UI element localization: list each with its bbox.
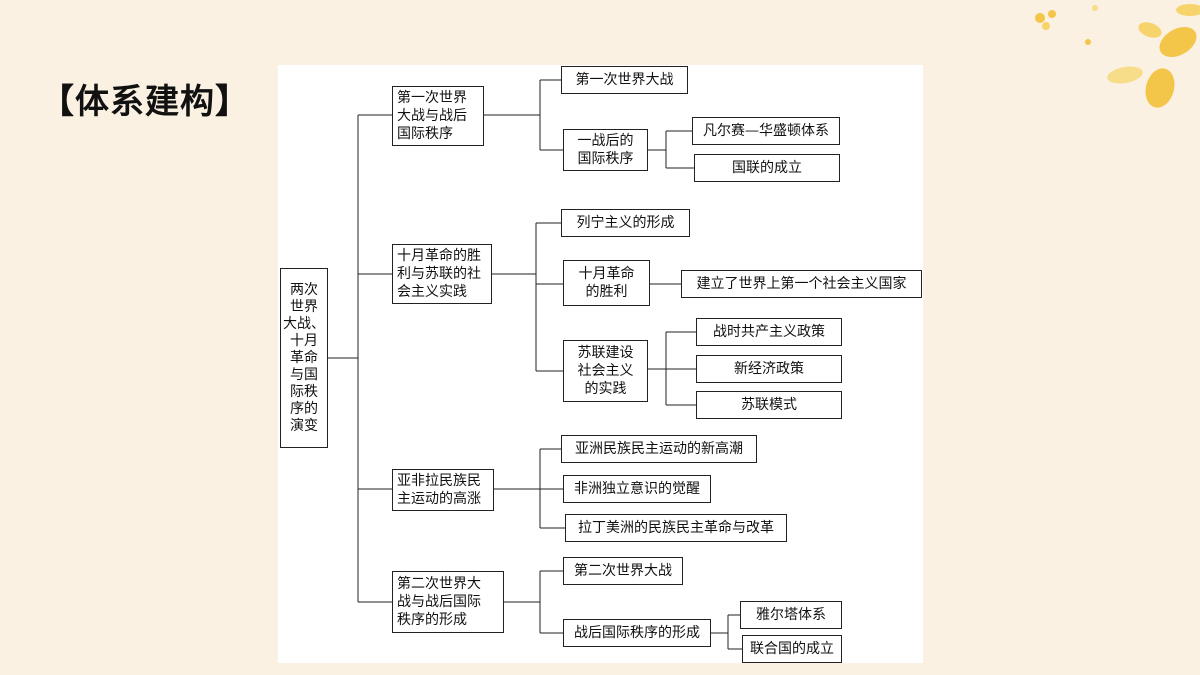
node-yalta-system: 雅尔塔体系	[740, 601, 842, 629]
node-afro-asian-latin: 亚非拉民族民 主运动的高涨	[392, 469, 494, 511]
node-league-of-nations: 国联的成立	[694, 154, 840, 182]
slide-title: 【体系建构】	[40, 82, 250, 122]
node-latin-america-reform: 拉丁美洲的民族民主革命与改革	[565, 514, 787, 542]
node-postwar-order: 一战后的 国际秩序	[563, 129, 648, 171]
node-leninism: 列宁主义的形成	[561, 209, 690, 237]
leaf-decoration	[1035, 4, 1200, 108]
node-war-communism: 战时共产主义政策	[696, 318, 842, 346]
node-ww1-order: 第一次世界 大战与战后 国际秩序	[392, 86, 484, 146]
node-asia-movement: 亚洲民族民主运动的新高潮	[561, 435, 757, 463]
node-ww2: 第二次世界大战	[563, 557, 683, 585]
node-africa-awakening: 非洲独立意识的觉醒	[563, 475, 711, 503]
node-ww2-order: 第二次世界大 战与战后国际 秩序的形成	[392, 571, 504, 633]
node-united-nations: 联合国的成立	[742, 635, 842, 663]
node-postwar-order-formation: 战后国际秩序的形成	[563, 619, 711, 647]
node-soviet-construction: 苏联建设 社会主义 的实践	[563, 340, 648, 402]
node-first-socialist-state: 建立了世界上第一个社会主义国家	[681, 270, 922, 298]
concept-map: 两次 世界 大战、 十月 革命 与国 际秩 序的 演变 第一次世界 大战与战后 …	[278, 65, 923, 663]
node-versailles-washington: 凡尔赛—华盛顿体系	[692, 117, 840, 145]
node-october-revolution: 十月革命的胜 利与苏联的社 会主义实践	[392, 244, 492, 304]
root-node: 两次 世界 大战、 十月 革命 与国 际秩 序的 演变	[280, 268, 328, 448]
connector-lines	[328, 79, 742, 650]
node-nep: 新经济政策	[696, 355, 842, 383]
node-ww1: 第一次世界大战	[561, 66, 688, 94]
node-revolution-victory: 十月革命 的胜利	[563, 260, 650, 306]
node-soviet-model: 苏联模式	[696, 391, 842, 419]
